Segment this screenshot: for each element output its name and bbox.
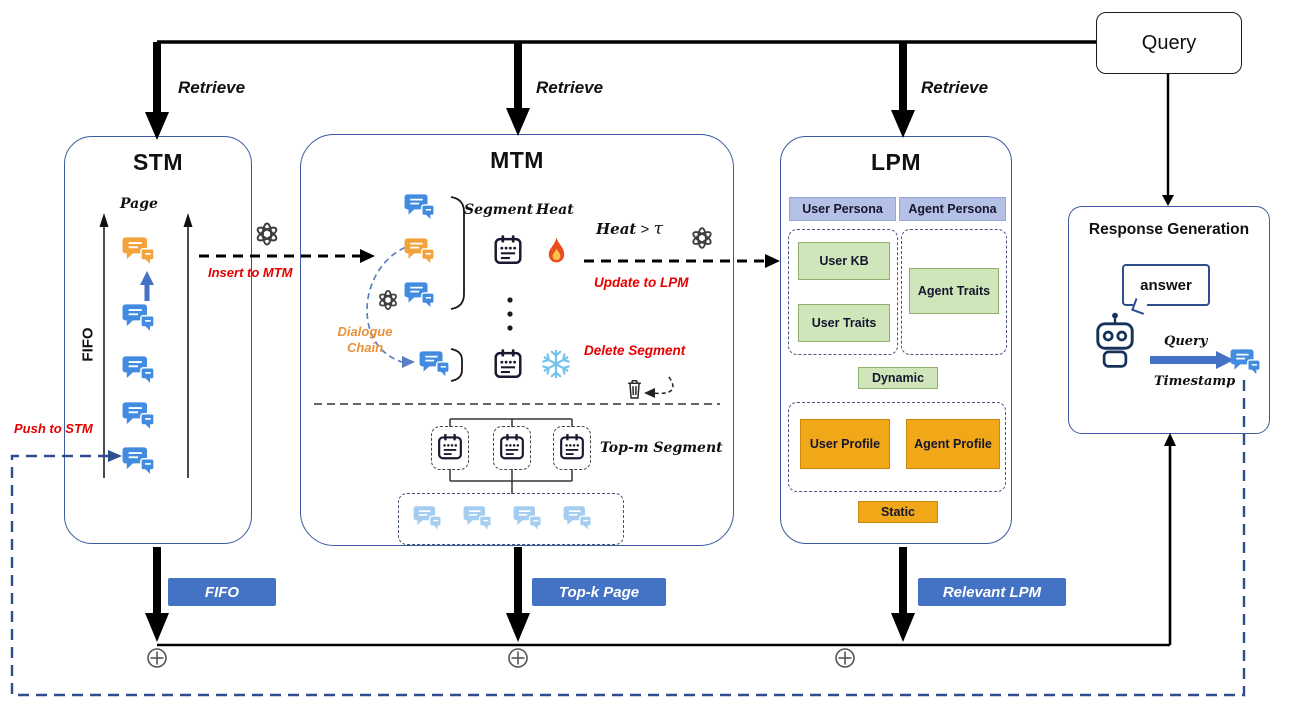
segment-note-icon-top-1	[435, 432, 465, 462]
chat-icon-seg-3	[404, 281, 436, 311]
lpm-title: LPM	[870, 149, 922, 175]
lpm-output-arrow	[891, 547, 915, 642]
chat-icon-response	[1230, 348, 1262, 378]
mtm-title: MTM	[490, 147, 544, 173]
query-to-response-arrow	[1162, 74, 1174, 206]
agent-dynamic-frame	[901, 229, 1007, 355]
page-label: Page	[120, 196, 158, 212]
query-box: Query	[1096, 12, 1242, 74]
mtm-output-arrow	[506, 547, 530, 642]
chat-icon-seg-1	[404, 193, 436, 223]
segment-note-icon-top-2	[497, 432, 527, 462]
chat-icon-page-orange	[122, 236, 156, 268]
heat-condition-label: Heat > τ	[596, 219, 663, 239]
chat-icon-stm-1	[122, 303, 156, 335]
heat-flame-icon	[544, 236, 569, 267]
sum-junction-icons	[147, 648, 855, 668]
segment-note-icon-cold	[491, 347, 525, 381]
chat-icon-topk-4	[563, 505, 593, 533]
openai-icon-update	[688, 224, 716, 252]
chat-icon-stm-2	[122, 355, 156, 387]
dialogue-chain-label: Dialogue Chain	[337, 324, 393, 356]
fifo-axis-label: FIFO	[79, 327, 97, 362]
trash-icon	[626, 379, 643, 400]
user-persona-header: User Persona	[789, 197, 896, 221]
stm-output-arrow	[145, 547, 169, 642]
user-dynamic-frame	[788, 229, 898, 355]
segment-label: Segment	[464, 202, 534, 218]
chat-icon-topk-3	[513, 505, 543, 533]
stm-title: STM	[132, 149, 184, 175]
agent-profile-cell: Agent Profile	[906, 419, 1000, 469]
chat-icon-cold	[419, 350, 451, 380]
retrieve-arrow-stm	[145, 42, 169, 140]
relevant-lpm-output-chip: Relevant LPM	[918, 578, 1066, 606]
user-profile-cell: User Profile	[800, 419, 890, 469]
fifo-output-chip: FIFO	[168, 578, 276, 606]
chat-icon-seg-2	[404, 237, 436, 267]
push-to-stm-label: Push to STM	[14, 421, 93, 436]
top-m-segment-label: Top-m Segment	[600, 440, 723, 456]
agent-robot-icon	[1086, 310, 1144, 372]
retrieve-arrow-mtm	[506, 42, 530, 136]
chat-icon-topk-1	[413, 505, 443, 533]
retrieve-label-mtm: Retrieve	[536, 78, 604, 97]
greater-than-sign: >	[640, 221, 650, 238]
openai-icon-insert	[252, 219, 282, 249]
retrieve-label-lpm: Retrieve	[921, 78, 989, 97]
agent-traits-cell: Agent Traits	[909, 268, 999, 314]
heat-label: Heat	[536, 202, 574, 218]
openai-icon-dialogue	[375, 287, 401, 313]
chat-icon-topk-2	[463, 505, 493, 533]
update-to-lpm-label: Update to LPM	[594, 275, 689, 290]
chat-icon-stm-3	[122, 401, 156, 433]
insert-to-mtm-label: Insert to MTM	[208, 265, 293, 280]
top-k-page-output-chip: Top-k Page	[532, 578, 666, 606]
snowflake-icon	[541, 349, 571, 379]
heat-condition-word: Heat	[596, 220, 637, 238]
response-title: Response Generation	[1088, 221, 1250, 238]
retrieve-arrow-lpm	[891, 42, 915, 138]
agent-persona-header: Agent Persona	[899, 197, 1006, 221]
retrieve-label-stm: Retrieve	[178, 78, 246, 97]
user-kb-cell: User KB	[798, 242, 890, 280]
tau-symbol: τ	[653, 219, 663, 239]
segment-note-icon-hot	[491, 233, 525, 267]
delete-segment-label: Delete Segment	[584, 343, 686, 358]
static-cell: Static	[858, 501, 938, 523]
response-query-label: Query	[1164, 334, 1208, 349]
segment-note-icon-top-3	[557, 432, 587, 462]
chat-icon-stm-4	[122, 446, 156, 478]
response-timestamp-label: Timestamp	[1154, 374, 1236, 389]
dynamic-cell: Dynamic	[858, 367, 938, 389]
user-traits-cell: User Traits	[798, 304, 890, 342]
query-label: Query	[1141, 31, 1197, 54]
